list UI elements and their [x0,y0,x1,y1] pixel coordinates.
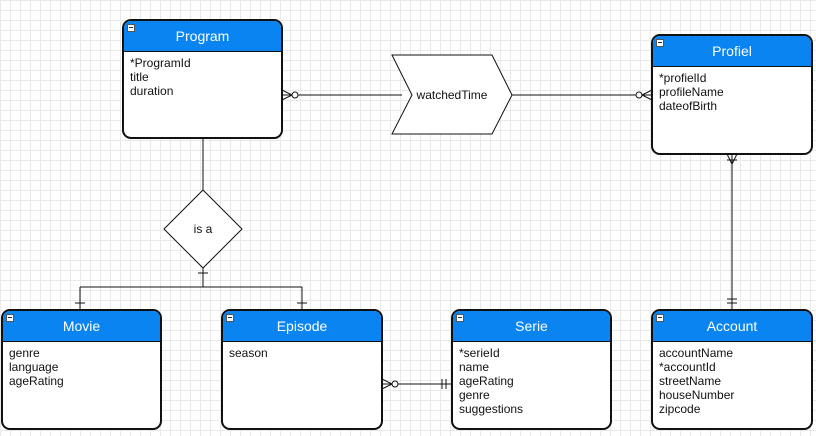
attribute: title [130,70,149,84]
entity-profiel-header[interactable]: Profiel [653,36,811,67]
entity-movie-attributes: genre language ageRating [3,342,160,392]
entity-episode-header[interactable]: Episode [223,311,381,342]
watchedtime-relationship-shape[interactable] [391,54,513,135]
attribute: suggestions [459,402,524,416]
collapse-icon[interactable] [656,39,664,47]
entity-profiel-attributes: *profielId profileName dateofBirth [653,67,811,117]
attribute: streetName [659,374,722,388]
collapse-icon[interactable] [6,314,14,322]
entity-program-header[interactable]: Program [124,21,281,52]
attribute: *profielId [659,71,707,85]
connector-isa-subtypes[interactable] [75,268,307,310]
entity-episode-attributes: season [223,342,381,364]
attribute: *ProgramId [130,56,191,70]
isa-relationship-shape[interactable] [163,189,243,269]
attribute: duration [130,84,174,98]
entity-movie[interactable]: Movie genre language ageRating [1,309,162,430]
attribute: genre [459,388,490,402]
entity-movie-title: Movie [62,318,101,334]
entity-account-attributes: accountName *accountId streetName houseN… [653,342,811,420]
collapse-icon[interactable] [127,24,135,32]
attribute: dateofBirth [659,99,718,113]
attribute: zipcode [659,402,701,416]
entity-program-title: Program [175,28,230,44]
attribute: profileName [659,85,724,99]
isa-label: is a [193,222,213,236]
collapse-icon[interactable] [456,314,464,322]
watchedtime-label: watchedTime [416,88,488,102]
attribute: houseNumber [659,388,735,402]
connector-episode-serie[interactable] [381,378,452,390]
attribute: *accountId [659,360,716,374]
entity-account[interactable]: Account accountName *accountId streetNam… [651,309,813,430]
entity-program-attributes: *ProgramId title duration [124,52,281,102]
entity-account-header[interactable]: Account [653,311,811,342]
connector-program-watchedtime[interactable] [281,89,402,101]
entity-profiel[interactable]: Profiel *profielId profileName dateofBir… [651,34,813,155]
attribute: ageRating [9,374,64,388]
attribute: season [229,346,268,360]
collapse-icon[interactable] [656,314,664,322]
entity-serie[interactable]: Serie *serieId name ageRating genre sugg… [451,309,612,430]
attribute: name [459,360,490,374]
entity-account-title: Account [706,318,758,334]
entity-serie-attributes: *serieId name ageRating genre suggestion… [453,342,610,420]
attribute: ageRating [459,374,514,388]
attribute: *serieId [459,346,500,360]
attribute: genre [9,346,40,360]
entity-movie-header[interactable]: Movie [3,311,160,342]
collapse-icon[interactable] [226,314,234,322]
connector-watchedtime-profiel[interactable] [512,89,653,101]
attribute: accountName [659,346,734,360]
entity-serie-title: Serie [515,318,548,334]
entity-profiel-title: Profiel [712,43,752,59]
entity-episode-title: Episode [276,318,328,334]
connector-profiel-account[interactable] [726,153,738,310]
entity-serie-header[interactable]: Serie [453,311,610,342]
entity-episode[interactable]: Episode season [221,309,383,430]
attribute: language [9,360,59,374]
entity-program[interactable]: Program *ProgramId title duration [122,19,283,139]
